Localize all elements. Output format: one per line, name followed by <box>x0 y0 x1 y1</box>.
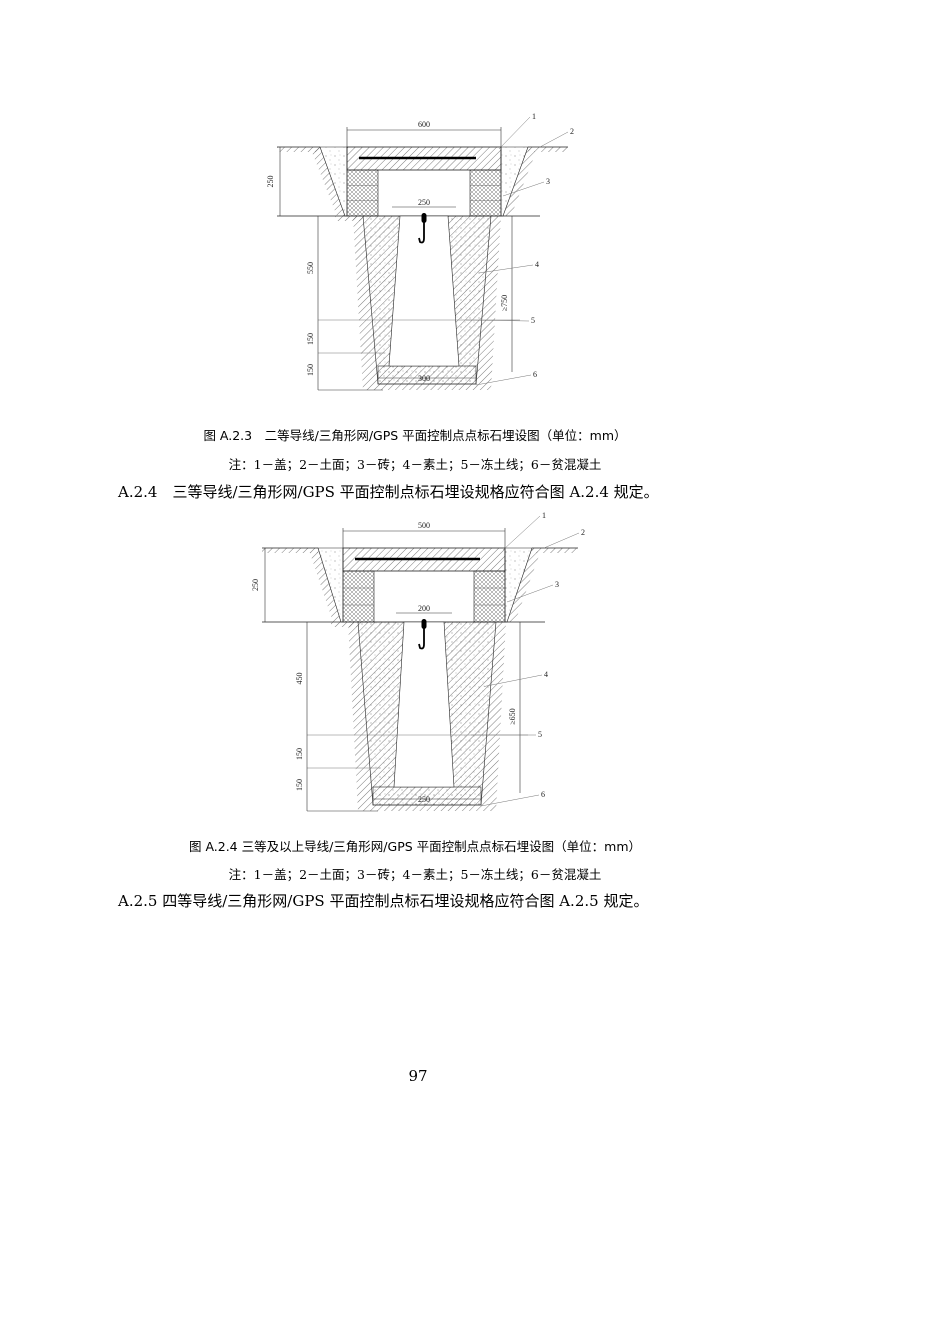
cavity <box>388 215 460 367</box>
marker-hook <box>418 216 425 244</box>
callout-label-1: 1 <box>532 112 536 121</box>
ground-hatch <box>532 548 578 553</box>
callout-label-6: 6 <box>533 370 537 379</box>
excavation-hatch <box>312 147 345 216</box>
excavation-hatch <box>507 548 540 622</box>
callout-leader <box>498 116 531 150</box>
callout-leader <box>502 515 541 551</box>
callout-leader <box>506 584 554 603</box>
callout-leader <box>543 532 580 549</box>
figure-a-2-3-diagram: 600 250 250 550 150 150 ≥750 300 1 2 3 4 5 6 <box>266 112 574 391</box>
ground-hatch <box>262 548 318 553</box>
dim-inner-width: 250 <box>418 198 430 207</box>
dim-frost-depth: 150 <box>306 333 315 345</box>
callout-label-3: 3 <box>555 580 559 589</box>
brick-wall <box>342 570 375 623</box>
dim-upper-depth: 550 <box>306 262 315 274</box>
page-number: 97 <box>408 1067 428 1085</box>
excavation-hatch <box>503 147 536 216</box>
ground-hatch <box>335 216 363 221</box>
ground-hatch <box>331 622 358 627</box>
callout-label-2: 2 <box>581 528 585 537</box>
callout-leader <box>502 181 545 197</box>
callout-leader <box>480 794 540 807</box>
paragraph: A.2.5 四等导线/三角形网/GPS 平面控制点标石埋设规格应符合图 A.2.… <box>118 892 649 910</box>
marker-hook <box>418 622 425 650</box>
figure-note: 注：1－盖；2－土面；3－砖；4－素土；5－冻土线；6－贫混凝土 <box>228 457 602 472</box>
callout-leader <box>475 374 532 386</box>
cavity <box>393 621 455 788</box>
brick-wall <box>473 570 506 623</box>
ground-hatch <box>528 147 568 152</box>
dim-upper-depth: 450 <box>295 673 304 685</box>
marker-head <box>421 213 427 223</box>
callout-label-5: 5 <box>531 316 535 325</box>
figure-caption: 图 A.2.3 二等导线/三角形网/GPS 平面控制点点标石埋设图（单位：mm） <box>203 428 627 443</box>
ground-hatch <box>277 147 320 152</box>
callout-label-4: 4 <box>544 670 548 679</box>
dim-bottom-width: 300 <box>418 374 430 383</box>
callout-label-1: 1 <box>542 511 546 520</box>
callout-leader <box>478 264 534 274</box>
dim-total-depth: ≥750 <box>500 295 509 311</box>
figure-a-2-4-diagram: 500 250 200 450 150 150 ≥650 250 1 2 3 4 5 6 <box>251 511 585 812</box>
callout-label-6: 6 <box>541 790 545 799</box>
callout-label-5: 5 <box>538 730 542 739</box>
callout-label-4: 4 <box>535 260 539 269</box>
dim-inner-width: 200 <box>418 604 430 613</box>
callout-label-2: 2 <box>570 127 574 136</box>
figure-caption: 图 A.2.4 三等及以上导线/三角形网/GPS 平面控制点点标石埋设图（单位：… <box>188 839 642 854</box>
dim-top-width: 500 <box>418 521 430 530</box>
dim-total-depth: ≥650 <box>508 708 517 724</box>
figure-note: 注：1－盖；2－土面；3－砖；4－素土；5－冻土线；6－贫混凝土 <box>228 867 602 882</box>
dim-cover-height: 250 <box>266 176 275 188</box>
callout-leader <box>465 319 530 322</box>
dim-cover-height: 250 <box>251 579 260 591</box>
callout-label-3: 3 <box>546 177 550 186</box>
paragraph: A.2.4 三等导线/三角形网/GPS 平面控制点标石埋设规格应符合图 A.2.… <box>118 483 659 501</box>
callout-leader <box>483 674 543 687</box>
dim-top-width: 600 <box>418 120 430 129</box>
dim-base-depth: 150 <box>295 779 304 791</box>
marker-head <box>421 619 427 629</box>
callout-leader <box>539 131 569 148</box>
excavation-hatch <box>310 548 341 622</box>
dim-base-depth: 150 <box>306 364 315 376</box>
dim-bottom-width: 250 <box>418 795 430 804</box>
dim-frost-depth: 150 <box>295 748 304 760</box>
